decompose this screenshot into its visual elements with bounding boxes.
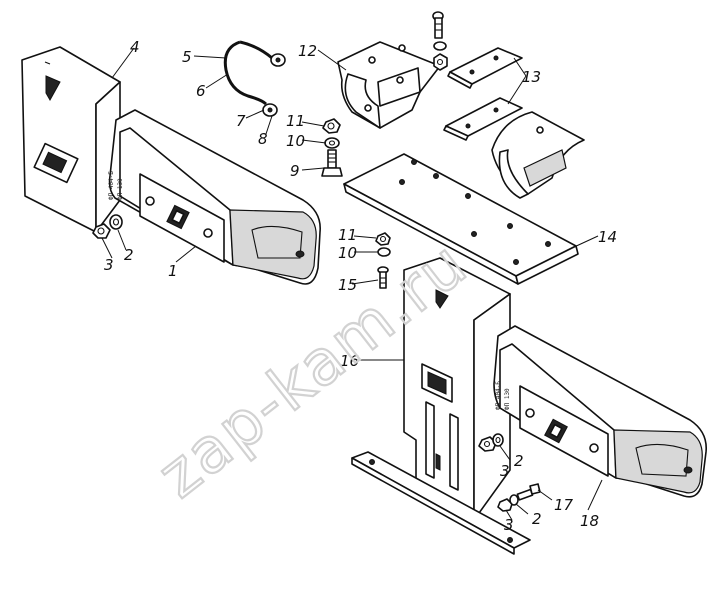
callout-3a: 3	[104, 256, 114, 274]
right-nut-washer-set-upper	[478, 433, 504, 452]
callout-14: 14	[598, 228, 617, 246]
right-nut-washer-bolt-lower	[497, 483, 541, 512]
callout-2a: 2	[124, 246, 134, 264]
callout-17: 17	[554, 496, 574, 514]
callout-4: 4	[130, 38, 140, 56]
callout-10b: 10	[338, 244, 357, 262]
part-12-clamp	[337, 41, 441, 129]
callout-12: 12	[298, 42, 317, 60]
leader-lines	[101, 47, 603, 521]
callout-15: 15	[338, 276, 357, 294]
callout-16: 16	[340, 352, 359, 370]
part-4-left-bracket	[21, 46, 121, 233]
callout-5: 5	[182, 48, 192, 66]
switch-window-insert	[42, 151, 68, 174]
callout-18: 18	[580, 512, 599, 530]
bracket-triangle-mark	[45, 75, 61, 102]
callout-11a: 11	[286, 112, 305, 130]
callout-6: 6	[196, 82, 206, 100]
left-nut-washer-set	[92, 214, 123, 239]
callout-1: 1	[168, 262, 178, 280]
bolt-set-10-11-15	[375, 232, 391, 289]
callout-2c: 2	[532, 510, 542, 528]
part-14-mounting-plate	[343, 153, 579, 285]
left-plate-text-1: ФП 404-Б	[108, 171, 115, 200]
part-1-left-lamp: ФП 404-Б ФП 130	[108, 109, 321, 285]
callout-11b: 11	[338, 226, 357, 244]
top-bolt-set	[432, 11, 448, 71]
bracket-16-triangle-mark	[435, 289, 449, 309]
right-plate-text-2: ФП 130	[504, 388, 511, 410]
callout-7: 7	[236, 112, 246, 130]
callout-2b: 2	[514, 452, 524, 470]
callout-3b: 3	[500, 462, 510, 480]
bolt-set-9-10-11	[321, 118, 343, 177]
part-13-strap-plates	[443, 47, 523, 141]
part-12-lower-strap	[491, 111, 585, 199]
callout-10a: 10	[286, 132, 305, 150]
callout-3c: 3	[504, 516, 514, 534]
part-6-ground-wire	[223, 40, 286, 117]
left-plate-text-2: ФП 130	[117, 178, 124, 200]
part-18-right-lamp: ФП 404-Б ФП 130	[493, 325, 707, 498]
right-plate-text-1: ФП 404-Б	[495, 381, 502, 410]
callout-9: 9	[290, 162, 300, 180]
callout-8: 8	[258, 130, 268, 148]
callouts: 4 5 6 7 8 11 10 9 12 13 14 11 10 15 16 1…	[104, 38, 617, 534]
callout-13: 13	[522, 68, 541, 86]
